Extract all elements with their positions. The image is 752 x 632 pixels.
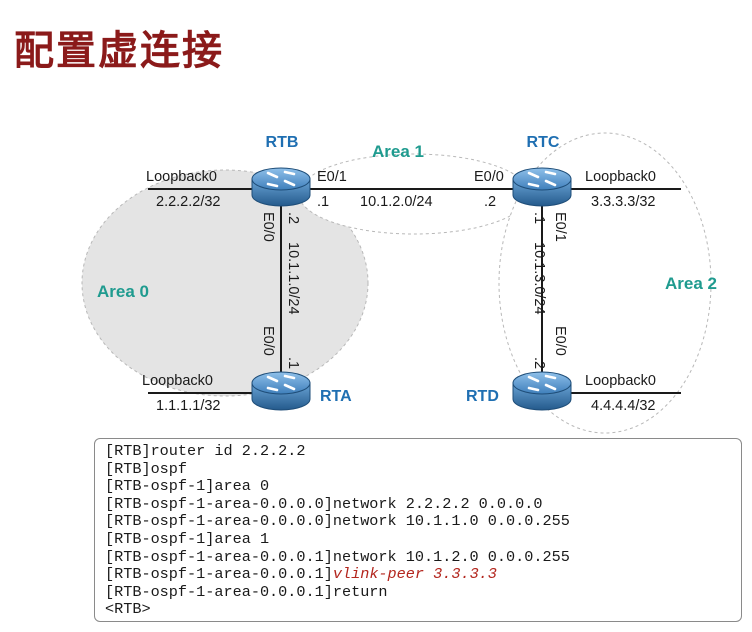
rtb-rta-rtb-interface: E0/0 — [260, 212, 276, 242]
area2-region — [498, 132, 712, 434]
loopback-ip-rtd: 4.4.4.4/32 — [591, 398, 656, 414]
area0-region — [82, 170, 368, 396]
cli-line: [RTB]ospf — [105, 459, 188, 478]
area1-label: Area 1 — [372, 142, 424, 161]
rta-rtb-host: .1 — [285, 357, 301, 369]
cli-line: [RTB]router id 2.2.2.2 — [105, 442, 306, 460]
loopback-name-rtd: Loopback0 — [585, 373, 656, 389]
router-rtc-icon — [511, 166, 573, 208]
router-rtb-label: RTB — [266, 134, 299, 151]
rtb-rtc-network: 10.1.2.0/24 — [360, 194, 433, 210]
router-rtd-label: RTD — [466, 388, 499, 405]
router-rtc-label: RTC — [527, 134, 560, 151]
rtc-rtd-rtc-host: .1 — [531, 212, 547, 224]
cli-line: [RTB-ospf-1-area-0.0.0.0]network 10.1.1.… — [105, 512, 570, 531]
cli-line: [RTB-ospf-1-area-0.0.0.0]network 2.2.2.2… — [105, 494, 543, 513]
router-rtb-icon — [250, 166, 312, 208]
router-rtd-icon — [511, 370, 573, 412]
router-rta-icon — [250, 370, 312, 412]
cli-line: <RTB> — [105, 600, 151, 619]
loopback-name-rtb: Loopback0 — [146, 169, 217, 185]
rtb-rtc-rtb-interface: E0/1 — [317, 169, 347, 185]
rtd-rtc-interface: E0/0 — [552, 326, 568, 356]
loopback-name-rta: Loopback0 — [142, 373, 213, 389]
loopback-ip-rta: 1.1.1.1/32 — [156, 398, 221, 414]
rtb-rtc-rtc-host: .2 — [484, 194, 496, 210]
rtc-rtd-network: 10.1.3.0/24 — [531, 242, 547, 315]
area2-label: Area 2 — [665, 274, 717, 293]
cli-line: [RTB-ospf-1-area-0.0.0.1]network 10.1.2.… — [105, 547, 570, 566]
vlink-peer-command: vlink-peer 3.3.3.3 — [332, 565, 497, 584]
rtc-rtd-rtc-interface: E0/1 — [552, 212, 568, 242]
loopback-name-rtc: Loopback0 — [585, 169, 656, 185]
area0-border — [81, 169, 369, 397]
loopback-ip-rtc: 3.3.3.3/32 — [591, 194, 656, 210]
rtb-rta-rtb-host: .2 — [285, 212, 301, 224]
topology-diagram: RTB RTC RTA RTD Area 1 Area 0 Area 2 Loo… — [81, 132, 717, 434]
rtb-rtc-rtb-host: .1 — [317, 194, 329, 210]
cli-line: [RTB-ospf-1-area-0.0.0.1]return — [105, 582, 388, 601]
cli-prompt: [RTB-ospf-1-area-0.0.0.1] — [105, 565, 333, 584]
rtb-rta-network: 10.1.1.0/24 — [285, 242, 301, 315]
rtb-rtc-rtc-interface: E0/0 — [474, 169, 504, 185]
loopback-ip-rtb: 2.2.2.2/32 — [156, 194, 221, 210]
cli-config-box: [RTB]router id 2.2.2.2 [RTB]ospf [RTB-os… — [94, 438, 742, 622]
router-rta-label: RTA — [320, 388, 352, 405]
cli-line-vlink: [RTB-ospf-1-area-0.0.0.1]vlink-peer 3.3.… — [105, 565, 731, 584]
cli-line: [RTB-ospf-1]area 0 — [105, 477, 270, 496]
cli-line: [RTB-ospf-1]area 1 — [105, 529, 270, 548]
area0-label: Area 0 — [97, 282, 149, 301]
page-title: 配置虚连接 — [14, 28, 224, 74]
rta-rtb-interface: E0/0 — [260, 326, 276, 356]
rtd-rtc-host: .2 — [531, 357, 547, 369]
